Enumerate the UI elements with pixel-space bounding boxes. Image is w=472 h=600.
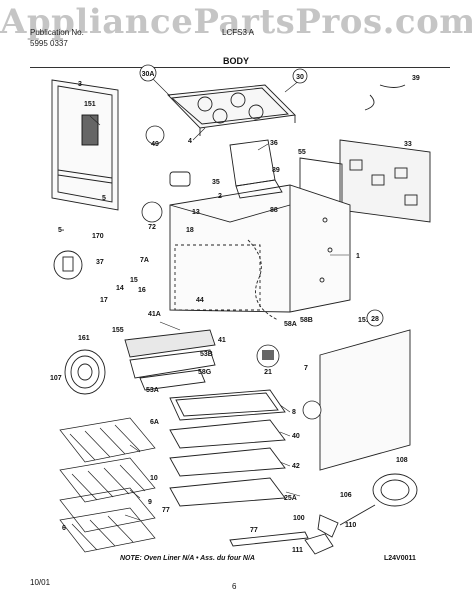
callout: 6A — [150, 419, 159, 426]
callout: 15 — [130, 277, 138, 284]
valve — [169, 171, 191, 187]
callout: 9 — [148, 499, 152, 506]
callout: 42 — [292, 463, 300, 470]
callout-labels: 30A 30 3 151 39 4 49 36 33 55 89 35 5 2 … — [50, 64, 420, 554]
callout: 41 — [218, 337, 226, 344]
callout: 37 — [96, 259, 104, 266]
callout: 77 — [250, 527, 258, 534]
callout: 1 — [356, 253, 360, 260]
side-panel — [51, 79, 119, 211]
callout: 35 — [212, 179, 220, 186]
callout: 49 — [151, 141, 159, 148]
callout: 16 — [138, 287, 146, 294]
power-cord — [364, 84, 406, 111]
callout: 2 — [218, 193, 222, 200]
convection-fan-guard — [64, 349, 106, 395]
callout: 7 — [304, 365, 308, 372]
footer-note: NOTE: Oven Liner N/A • Ass. du four N/A — [120, 555, 255, 562]
callout: 151 — [358, 317, 370, 324]
callout: 89 — [272, 167, 280, 174]
watermark: AppliancePartsPros.com — [0, 2, 472, 42]
convection-motor — [304, 473, 418, 555]
callout: 155 — [112, 327, 124, 334]
callout: 111 — [292, 547, 303, 554]
callout: 170 — [92, 233, 104, 240]
callout: 161 — [78, 335, 90, 342]
bottom-rail — [229, 531, 309, 547]
callout: 106 — [340, 492, 352, 499]
callout: 107 — [50, 375, 62, 382]
callout: 58G — [198, 369, 212, 376]
oven-liner — [174, 244, 261, 311]
callout: 18 — [186, 227, 194, 234]
callout: 13 — [192, 209, 200, 216]
header-rule — [30, 67, 450, 68]
callout: 53B — [200, 351, 213, 358]
callout: 3 — [78, 81, 82, 88]
callout: 88 — [270, 207, 278, 214]
callout: 5 — [102, 195, 106, 202]
callout: 77 — [162, 507, 170, 514]
callout: 53A — [146, 387, 159, 394]
door-panel — [319, 329, 411, 471]
publication-number: 5995 0337 — [30, 39, 68, 48]
callout: 110 — [345, 522, 356, 529]
callout: 100 — [293, 515, 305, 522]
cooktop-top — [167, 84, 296, 136]
callout: 30 — [296, 74, 304, 81]
control-housing — [229, 139, 283, 199]
back-panel — [339, 139, 431, 223]
callout: 39 — [412, 75, 420, 82]
callout: 55 — [298, 149, 306, 156]
oven-racks — [59, 417, 156, 553]
callout: 5- — [58, 227, 65, 234]
model-number: LCFS3 A — [222, 28, 255, 37]
vent-trim — [124, 329, 216, 391]
leveling-leg — [53, 250, 83, 280]
callout: 41A — [148, 311, 161, 318]
door-assembly — [169, 389, 286, 507]
callout: 14 — [116, 285, 124, 292]
callout: 6 — [62, 525, 66, 532]
callout: 58A — [284, 321, 297, 328]
footer-date: 10/01 — [30, 578, 51, 587]
callout: 151 — [84, 101, 96, 108]
leader-lines — [89, 75, 349, 521]
callout: 25A — [284, 495, 297, 502]
main-cabinet — [169, 184, 351, 321]
callout: 36 — [270, 140, 278, 147]
callout: 10 — [150, 475, 158, 482]
callout: 44 — [196, 297, 204, 304]
callout: 72 — [148, 224, 156, 231]
publication-label: Publication No. — [30, 28, 84, 37]
callout: 21 — [264, 369, 272, 376]
callout: 7A — [140, 257, 149, 264]
page-number: 6 — [232, 582, 237, 591]
callout: 30A — [142, 71, 155, 78]
callout: 33 — [404, 141, 412, 148]
callout: 17 — [100, 297, 108, 304]
callout: 28 — [371, 316, 379, 323]
callout: 4 — [188, 138, 192, 145]
diagram-code: L24V0011 — [384, 555, 416, 562]
callout: 8 — [292, 409, 296, 416]
callout: 58B — [300, 317, 313, 324]
section-title: BODY — [222, 56, 249, 66]
callout: 108 — [396, 457, 408, 464]
callout: 40 — [292, 433, 300, 440]
